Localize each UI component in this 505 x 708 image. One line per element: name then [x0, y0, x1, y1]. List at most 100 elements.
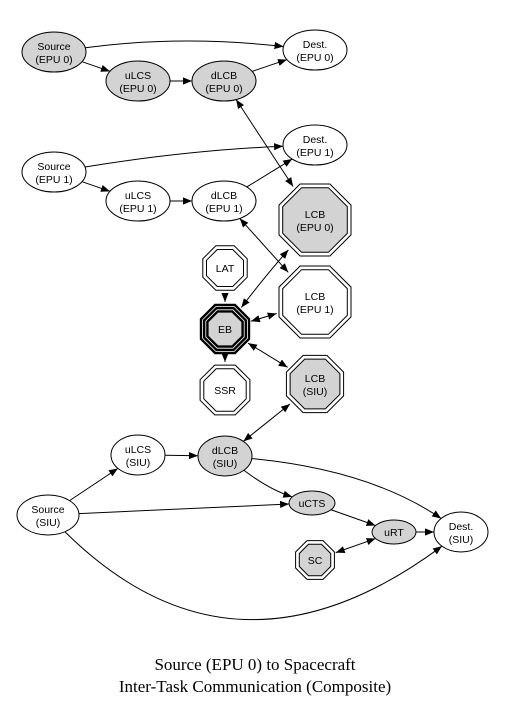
node-label: Source — [37, 41, 70, 53]
node-label: SC — [308, 555, 323, 567]
node-src-epu1: Source(EPU 1) — [21, 151, 87, 193]
node-sublabel: (SIU) — [213, 458, 238, 470]
edge-src-epu0-to-ulcs-epu0 — [81, 61, 111, 72]
edge-src-siu-to-ucts — [78, 500, 290, 515]
node-label: Dest. — [449, 521, 474, 533]
node-label: LCB — [305, 291, 325, 303]
edge-src-siu-to-dest-siu — [64, 531, 443, 620]
node-label: uCTS — [299, 498, 326, 510]
nodes: Source(EPU 0)Dest.(EPU 0)uLCS(EPU 0)dLCB… — [16, 29, 489, 580]
node-shape — [105, 180, 171, 222]
node-sublabel: (SIU) — [126, 457, 151, 469]
edge-eb-to-lcb-siu — [247, 342, 288, 368]
node-ulcs-epu0: uLCS(EPU 0) — [105, 60, 171, 102]
node-shape — [282, 269, 348, 335]
node-sublabel: (EPU 1) — [296, 304, 333, 316]
edge-dlcb-siu-to-ucts — [243, 469, 293, 498]
node-label: uLCS — [125, 444, 151, 456]
node-sublabel: (EPU 0) — [35, 54, 72, 66]
edge-dlcb-epu0-to-lcb-epu0 — [235, 99, 294, 187]
node-label: uLCS — [125, 70, 151, 82]
node-shape — [21, 151, 87, 193]
edge-dlcb-siu-to-dest-siu — [251, 458, 442, 519]
edges — [64, 40, 443, 620]
node-label: SSR — [214, 385, 236, 397]
node-dest-epu1: Dest.(EPU 1) — [282, 124, 348, 166]
node-sublabel: (EPU 0) — [119, 83, 156, 95]
node-dlcb-siu: dLCB(SIU) — [197, 435, 253, 477]
node-label: LCB — [305, 209, 325, 221]
edge-dlcb-siu-to-lcb-siu — [243, 403, 291, 442]
node-label: LAT — [216, 263, 235, 275]
node-shape — [206, 249, 244, 287]
node-shape — [288, 490, 336, 516]
node-label: Source — [37, 161, 70, 173]
node-label: dLCB — [211, 70, 237, 82]
node-label: Source — [31, 504, 64, 516]
node-sublabel: (SIU) — [303, 386, 328, 398]
node-shape — [433, 511, 489, 553]
node-dlcb-epu0: dLCB(EPU 0) — [191, 60, 257, 102]
node-shape — [105, 60, 171, 102]
node-label: Dest. — [303, 134, 328, 146]
node-lat: LAT — [202, 245, 248, 291]
node-shape — [191, 180, 257, 222]
edge-eb-to-lcb-epu1 — [250, 312, 277, 323]
node-shape — [203, 368, 247, 412]
node-sc: SC — [295, 540, 335, 580]
node-src-siu: Source(SIU) — [16, 494, 80, 536]
node-ulcs-epu1: uLCS(EPU 1) — [105, 180, 171, 222]
node-sublabel: (EPU 0) — [296, 52, 333, 64]
node-lcb-epu1: LCB(EPU 1) — [278, 265, 352, 339]
node-sublabel: (EPU 0) — [205, 83, 242, 95]
node-sublabel: (EPU 0) — [296, 222, 333, 234]
edge-src-epu1-to-dest-epu1 — [84, 143, 284, 168]
node-shape — [289, 358, 341, 410]
node-ssr: SSR — [199, 364, 251, 416]
node-shape — [197, 435, 253, 477]
node-ulcs-siu: uLCS(SIU) — [110, 434, 166, 476]
edge-dlcb-epu0-to-dest-epu0 — [251, 59, 288, 72]
edge-sc-to-urt — [335, 538, 376, 554]
node-label: Dest. — [303, 39, 328, 51]
node-shape — [206, 310, 244, 348]
node-shape — [282, 124, 348, 166]
node-src-epu0: Source(EPU 0) — [21, 31, 87, 73]
edge-src-siu-to-ulcs-siu — [69, 467, 119, 502]
node-urt: uRT — [371, 519, 417, 545]
node-shape — [16, 494, 80, 536]
node-shape — [21, 31, 87, 73]
node-label: uRT — [384, 527, 404, 539]
node-dest-epu0: Dest.(EPU 0) — [282, 29, 348, 71]
edge-src-epu0-to-dest-epu0 — [85, 40, 284, 50]
caption-line-2: Inter-Task Communication (Composite) — [119, 677, 391, 696]
edge-src-epu1-to-ulcs-epu1 — [81, 181, 111, 192]
node-shape — [298, 543, 332, 577]
node-sublabel: (SIU) — [36, 517, 61, 529]
node-sublabel: (EPU 1) — [205, 203, 242, 215]
node-shape — [110, 434, 166, 476]
node-label: LCB — [305, 373, 325, 385]
edge-eb-to-lcb-epu0 — [240, 249, 289, 308]
node-eb: EB — [199, 303, 251, 355]
node-dest-siu: Dest.(SIU) — [433, 511, 489, 553]
node-sublabel: (EPU 1) — [35, 174, 72, 186]
node-sublabel: (EPU 1) — [296, 147, 333, 159]
node-lcb-siu: LCB(SIU) — [285, 354, 345, 414]
edge-ucts-to-urt — [330, 509, 376, 526]
node-shape — [282, 29, 348, 71]
node-label: uLCS — [125, 190, 151, 202]
caption-line-1: Source (EPU 0) to Spacecraft — [154, 655, 355, 674]
node-dlcb-epu1: dLCB(EPU 1) — [191, 180, 257, 222]
edge-dlcb-epu1-to-dest-epu1 — [246, 158, 293, 188]
node-sublabel: (SIU) — [449, 534, 474, 546]
node-label: dLCB — [212, 445, 238, 457]
node-label: dLCB — [211, 190, 237, 202]
node-shape — [191, 60, 257, 102]
node-ucts: uCTS — [288, 490, 336, 516]
node-lcb-epu0: LCB(EPU 0) — [278, 183, 352, 257]
node-label: EB — [218, 324, 232, 336]
node-shape — [282, 187, 348, 253]
node-shape — [371, 519, 417, 545]
